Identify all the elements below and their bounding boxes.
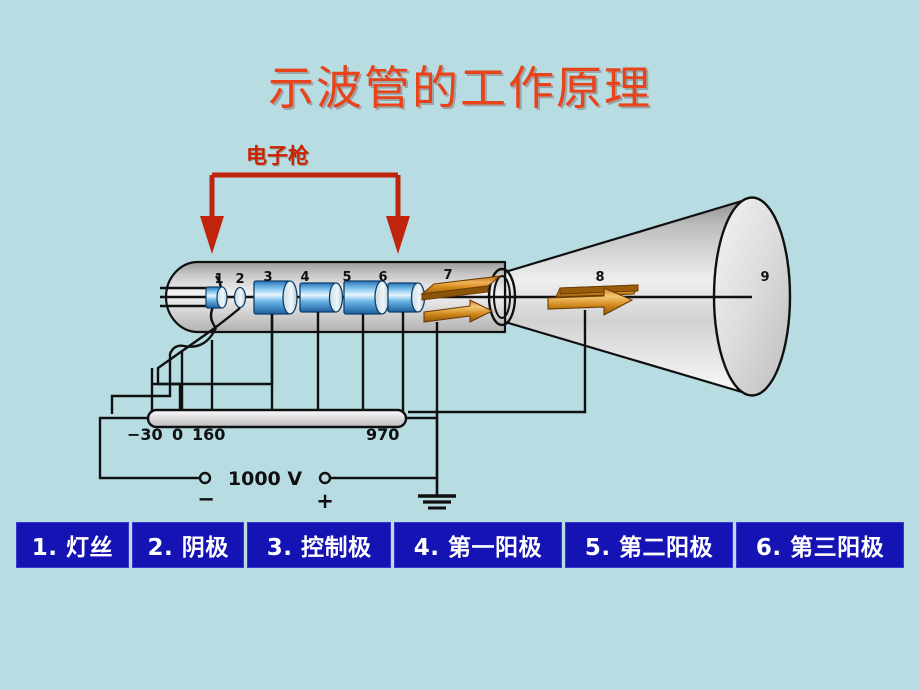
electrode-wiring-runs <box>150 340 214 414</box>
label-7: 7 <box>443 268 452 283</box>
filament-leads <box>160 286 214 308</box>
electrode-control-grid <box>253 280 298 315</box>
electrode-number-labels: 1 2 3 4 5 6 7 8 9 <box>214 268 769 287</box>
label-5: 5 <box>342 270 351 285</box>
supply-minus-sign: − <box>197 487 215 511</box>
electrode-cathode <box>233 286 247 309</box>
label-1: 1 <box>214 272 223 287</box>
electrode-anode-2 <box>343 280 390 315</box>
supply-voltage-label: 1000 V <box>228 468 302 490</box>
tap-label-970: 970 <box>366 425 399 444</box>
terminal-positive <box>318 471 332 485</box>
legend-item-6[interactable]: 6. 第三阳极 <box>735 522 905 568</box>
ground-symbol <box>418 478 456 510</box>
tap-label-160: 160 <box>192 425 225 444</box>
electrode-anode-1 <box>299 282 344 313</box>
label-8: 8 <box>595 270 604 285</box>
electrode-anode-3 <box>387 282 426 313</box>
electron-gun-bracket <box>200 172 410 254</box>
legend-item-1[interactable]: 1. 灯丝 <box>16 522 129 568</box>
label-4: 4 <box>300 270 309 285</box>
legend-bar: 1. 灯丝 2. 阴极 3. 控制极 4. 第一阳极 5. 第二阳极 6. 第三… <box>16 522 905 568</box>
label-6: 6 <box>378 270 387 285</box>
supply-circuit <box>98 412 439 480</box>
label-3: 3 <box>263 270 272 285</box>
legend-item-3[interactable]: 3. 控制极 <box>247 522 391 568</box>
electron-gun-label: 电子枪 <box>246 144 309 168</box>
tap-label-minus30: −30 <box>127 425 163 444</box>
deflection-plates-8 <box>547 284 639 316</box>
label-9: 9 <box>760 270 769 285</box>
supply-terminals <box>198 471 332 485</box>
tap-label-0: 0 <box>172 425 183 444</box>
legend-item-5[interactable]: 5. 第二阳极 <box>564 522 733 568</box>
page-title: 示波管的工作原理 <box>268 61 652 115</box>
divider-tap-labels: −30 0 160 970 <box>127 425 399 444</box>
label-2: 2 <box>235 272 244 287</box>
supply-plus-sign: + <box>316 489 334 513</box>
deflection-plates-7 <box>420 275 502 323</box>
terminal-negative <box>198 471 212 485</box>
electrode-filament <box>205 275 228 329</box>
legend-item-2[interactable]: 2. 阴极 <box>131 522 245 568</box>
electrode-stack <box>205 275 426 329</box>
legend-item-4[interactable]: 4. 第一阳极 <box>393 522 562 568</box>
